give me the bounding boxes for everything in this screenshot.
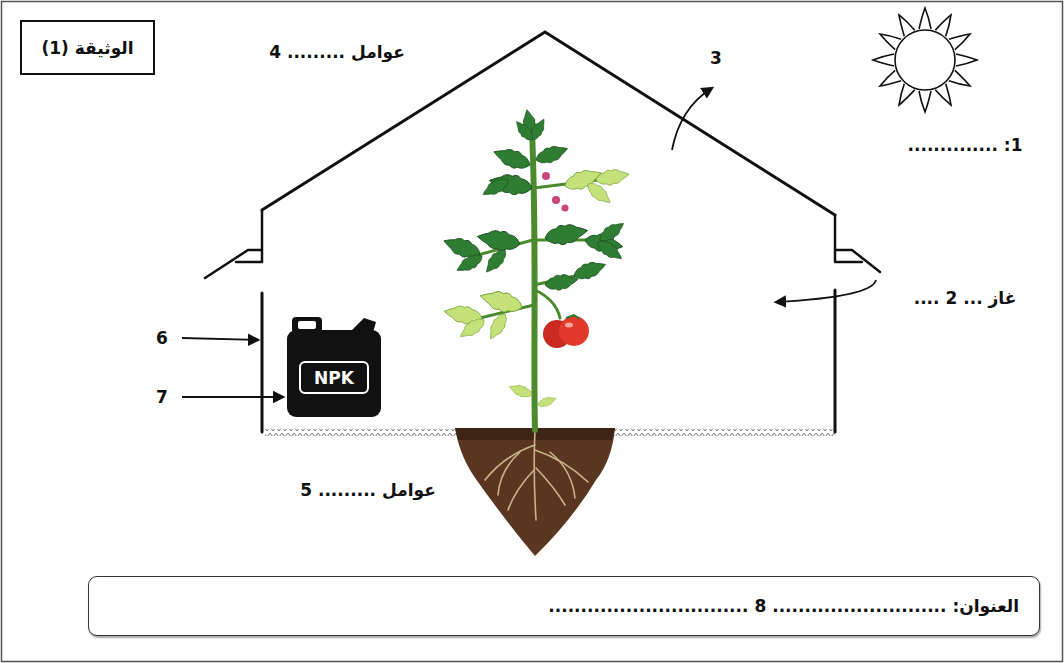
right-eave: [835, 215, 880, 272]
can-label-frame: [300, 362, 368, 393]
root: [534, 430, 536, 520]
left-wall: [261, 293, 264, 432]
greenhouse-frame: [205, 32, 880, 432]
leaf: [543, 221, 589, 248]
flower: [552, 196, 560, 204]
soil: [455, 428, 615, 556]
sun-ray: [919, 8, 931, 29]
title-box: العنوان: ........................... 8 .…: [88, 576, 1040, 636]
callout-number: 6: [156, 328, 168, 348]
leaf: [457, 315, 488, 342]
leaf: [482, 246, 510, 276]
leaf: [533, 141, 570, 167]
gas-arrow: [776, 280, 876, 302]
sun-symbol: [873, 8, 977, 112]
box-text: الوثيقة (1): [41, 38, 133, 58]
leaf: [584, 179, 614, 207]
fertilizer-can: [287, 317, 381, 417]
document-tag: الوثيقة (1): [20, 20, 155, 75]
root: [508, 470, 534, 510]
tomato: [559, 316, 589, 346]
box-text: العنوان: ........................... 8 .…: [548, 596, 1019, 616]
can-handle-hole: [298, 321, 316, 329]
sun-label: 1: ..............: [908, 135, 1023, 155]
root: [498, 452, 520, 495]
plant-stems: [478, 130, 605, 430]
fruit-stem: [535, 290, 560, 318]
leaf: [485, 311, 511, 342]
right-wall: [834, 290, 837, 432]
main-stem: [532, 130, 535, 430]
sun-ray: [919, 91, 931, 112]
leader-arrow: [182, 338, 258, 340]
leaf: [480, 174, 511, 200]
callout-number: 3: [710, 48, 722, 68]
factor-label: عوامل ......... 4: [269, 42, 405, 62]
leaf: [476, 227, 522, 254]
leaf: [594, 237, 625, 264]
tomato-highlight: [565, 323, 573, 328]
light-leaves: [443, 165, 631, 409]
gas-label: غاز ... 2 ....: [914, 288, 1017, 308]
left-eave: [205, 210, 262, 278]
flowers: [542, 172, 569, 212]
leaf: [454, 250, 485, 276]
greenhouse-roof: [262, 32, 835, 215]
sun-disc: [895, 30, 955, 90]
sun-ray: [873, 54, 894, 66]
sun-ray: [956, 54, 977, 66]
callout-number: 7: [156, 387, 168, 407]
leaf: [571, 257, 608, 283]
can-body: [287, 330, 381, 417]
dark-leaves: [441, 109, 627, 293]
flower: [542, 172, 550, 180]
leader-arrow: [182, 396, 283, 398]
soil-clump: [455, 428, 615, 556]
tomatoes: [543, 315, 589, 348]
heat-arrow: [672, 88, 712, 150]
roots: [485, 430, 588, 520]
root: [550, 452, 575, 498]
factor-label: عوامل ......... 5: [300, 480, 436, 500]
leaf: [595, 167, 631, 188]
leaf: [537, 394, 558, 409]
leaf: [508, 382, 534, 400]
root: [535, 450, 588, 482]
leaf: [491, 144, 533, 173]
tomato-plant: [441, 109, 630, 430]
flower: [562, 205, 569, 212]
root: [536, 468, 565, 505]
leaf: [512, 118, 536, 143]
fertilizer-label: NPK: [314, 368, 354, 388]
leaf: [478, 286, 525, 316]
tomato-calyx: [566, 315, 580, 319]
